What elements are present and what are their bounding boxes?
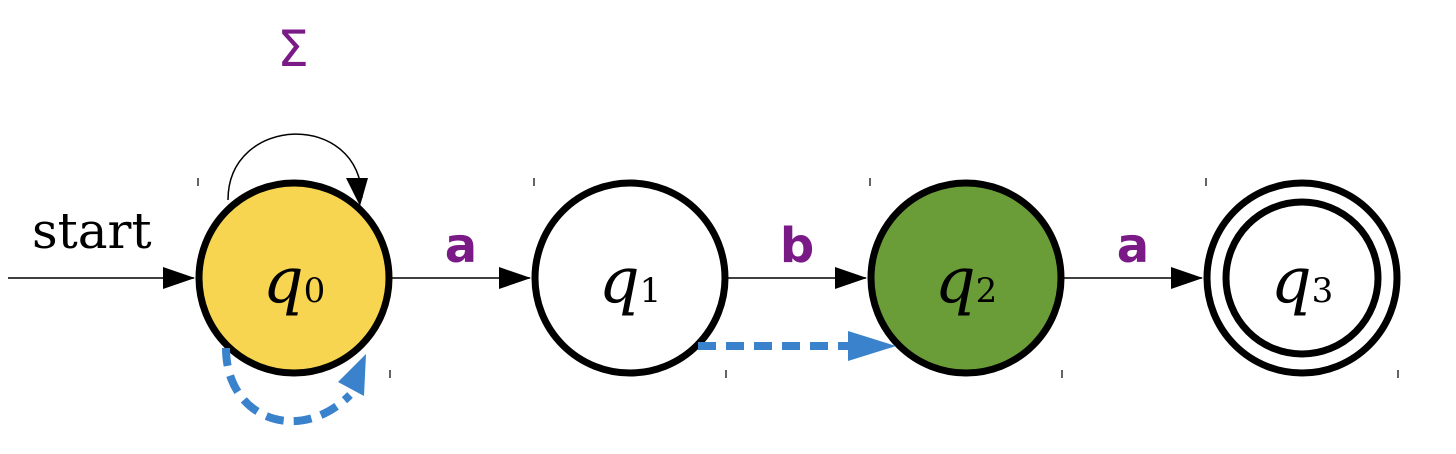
- transition-label-q0-q1: a: [445, 218, 477, 274]
- state-q2: q2: [867, 179, 1065, 377]
- self-loop-arrowhead: [346, 178, 368, 206]
- self-loop-label: Σ: [277, 20, 309, 78]
- start-label: start: [32, 202, 152, 260]
- state-q2-label: q2: [935, 244, 998, 318]
- state-q2-circle: [867, 179, 1065, 377]
- transition-label-q2-q3: a: [1117, 218, 1149, 274]
- transition-label-q1-q2: b: [780, 218, 814, 274]
- state-q3: q3: [1203, 179, 1401, 377]
- state-q3-inner-circle: [1222, 198, 1382, 358]
- state-q0: q0: [195, 179, 393, 377]
- state-q1-circle: [531, 179, 729, 377]
- state-q3-outer-circle: [1203, 179, 1401, 377]
- state-q3-label: q3: [1271, 244, 1334, 318]
- state-q0-circle: [195, 179, 393, 377]
- trace-loop-q0-arrowhead: [338, 354, 366, 396]
- corner-ticks: [197, 178, 1399, 378]
- self-loop-q0: [227, 133, 363, 201]
- state-q1-label: q1: [599, 244, 662, 318]
- state-q1: q1: [531, 179, 729, 377]
- state-q0-label: q0: [263, 244, 326, 318]
- trace-loop-q0: [222, 347, 353, 426]
- trace-q1-q2-arrowhead: [848, 331, 896, 361]
